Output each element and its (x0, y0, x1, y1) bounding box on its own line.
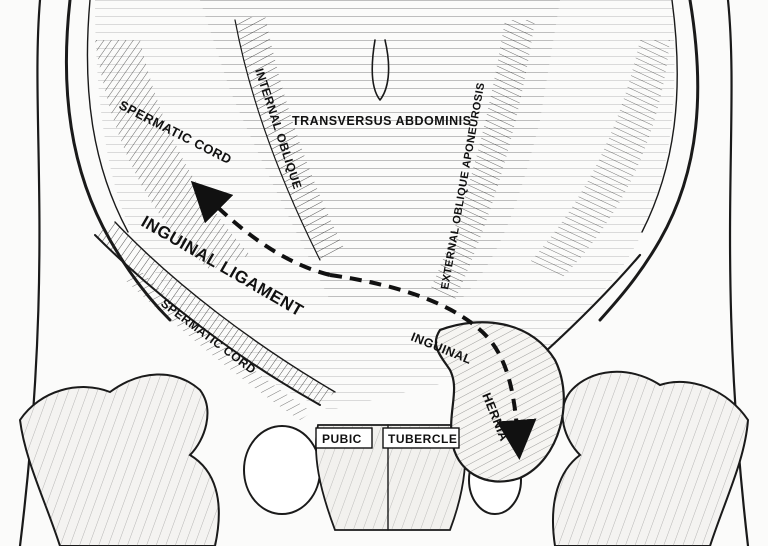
external-oblique-aponeurosis (430, 20, 535, 300)
spermatic-cord-lower (125, 270, 312, 420)
pubic-symphysis-shading (315, 425, 466, 530)
internal-oblique-muscle (235, 15, 345, 260)
left-pelvic-bone-shading (20, 374, 219, 546)
right-inguinal-line (543, 253, 642, 354)
cord-path-arrow (190, 180, 331, 277)
left-iliac-crest-inner (86, 0, 129, 233)
inguinal-ligament (95, 222, 335, 405)
hernia-path-arrow (329, 273, 537, 460)
tubercle-label-box (382, 427, 460, 449)
label-pubic: PUBIC (322, 432, 362, 446)
right-oblique-sheet (530, 40, 670, 280)
right-pelvic-bone-shading (552, 371, 748, 546)
pubic-label-box (315, 427, 373, 449)
internal-oblique-edge (234, 19, 321, 261)
right-iliac-crest-inner (641, 0, 678, 233)
label-tubercle: TUBERCLE (388, 432, 457, 446)
label-transversus-abdominis: TRANSVERSUS ABDOMINIS (292, 114, 472, 128)
right-iliac-crest (598, 0, 700, 322)
umbilicus (371, 39, 390, 101)
inguinal-ligament-edge-upper (114, 221, 336, 393)
left-obturator-foramen (243, 425, 321, 515)
